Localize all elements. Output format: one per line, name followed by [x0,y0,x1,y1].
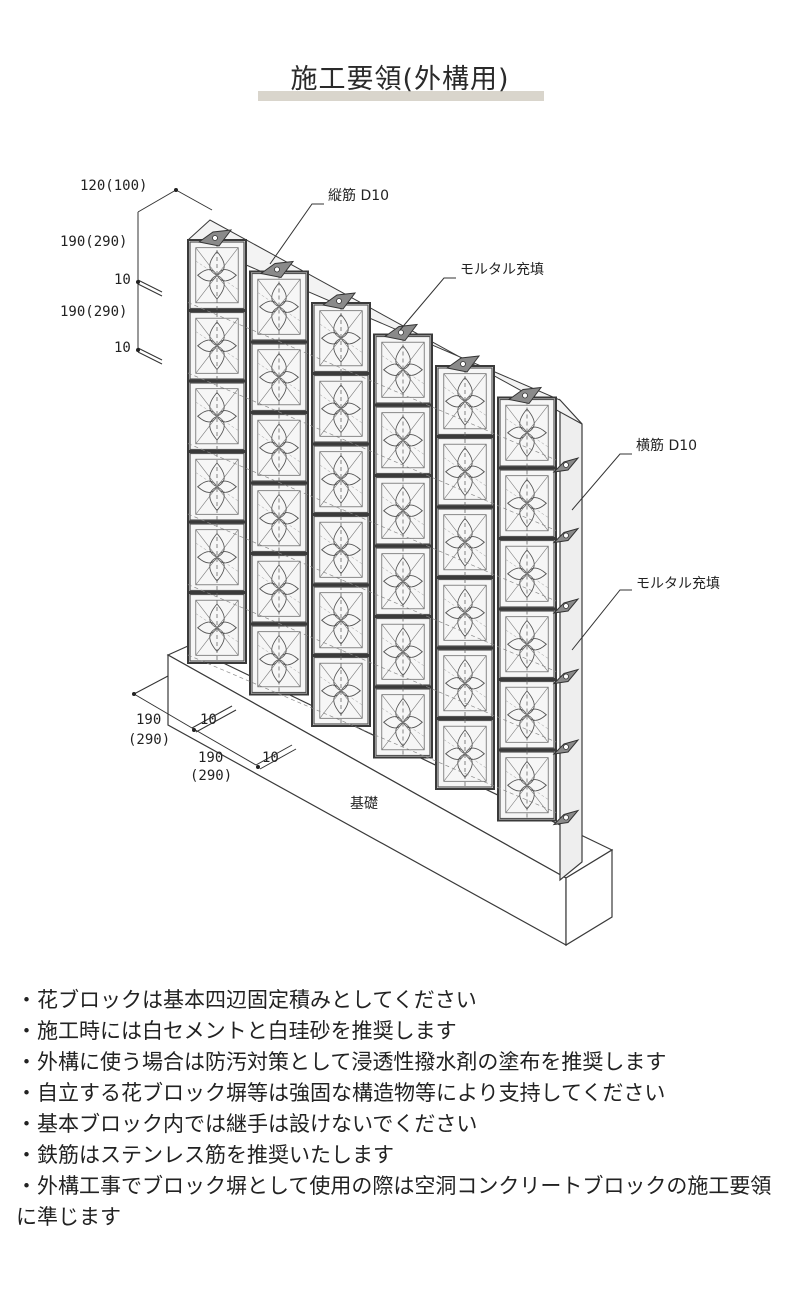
page-title: 施工要領(外構用) [290,64,510,95]
horizontal-rebar [187,443,557,602]
callout-mortar-top: モルタル充填 [460,262,544,278]
title-wrap: 施工要領(外構用) [0,62,800,98]
callout-foundation: 基礎 [350,795,378,812]
title-underline [258,91,544,101]
wall-side-face [559,398,583,882]
horizontal-rebar-end [563,814,569,821]
dim-height-1: 190(290) [60,234,127,250]
rebar-lines [187,236,557,821]
rebar-end [460,361,466,367]
note-item: ・鉄筋はステンレス筋を推奨いたします [16,1143,394,1167]
flower-block [189,452,245,521]
rebar-end [336,298,342,304]
flower-block [437,578,493,647]
dimension-dots [132,188,260,769]
horizontal-rebar [187,584,557,743]
flower-block [189,382,245,451]
callout-horizontal-rebar: 横筋 D10 [636,437,697,454]
rebar-end [274,266,280,273]
note-item: ・外構工事でブロック塀として使用の際は空洞コンクリートブロックの施工要領に準じま… [16,1174,772,1229]
horizontal-rebar [187,302,557,461]
notes-list: ・花ブロックは基本四辺固定積みとしてください ・施工時には白セメントと白珪砂を推… [16,985,786,1233]
dim-depth-2: 190 [198,750,223,766]
flower-block [375,476,431,545]
horizontal-rebar-end [563,462,569,468]
rebar-end [212,235,218,241]
dim-depth-2-alt: (290) [190,768,232,784]
horizontal-rebar-end [563,673,569,680]
note-item: ・花ブロックは基本四辺固定積みとしてください [16,988,477,1012]
rebar-end [398,329,404,336]
side-mortar-caps [552,457,580,826]
dim-depth-joint-1: 10 [200,712,217,728]
callout-vertical-rebar: 縦筋 D10 [328,187,389,204]
mortar-caps [197,229,543,405]
dim-height-2: 190(290) [60,304,127,320]
horizontal-rebar [187,654,557,813]
dim-depth-1-alt: (290) [128,732,170,748]
dim-depth-joint-2: 10 [262,750,279,766]
dim-depth-1: 190 [136,712,161,728]
horizontal-rebar-end [563,744,569,750]
note-item: ・施工時には白セメントと白珪砂を推奨します [16,1019,457,1043]
horizontal-rebar [187,372,557,531]
leader-lines [269,203,632,651]
callout-mortar-side: モルタル充填 [636,576,720,592]
rebar-end [522,392,528,399]
dim-joint-1: 10 [114,272,131,288]
horizontal-rebar [187,513,557,672]
note-item: ・自立する花ブロック塀等は強固な構造物等により支持してください [16,1081,666,1105]
horizontal-rebar-end [563,532,569,539]
foundation-side [565,848,613,947]
note-item: ・外構に使う場合は防汚対策として浸透性撥水剤の塗布を推奨します [16,1050,667,1074]
horizontal-rebar-end [563,603,569,609]
note-item: ・基本ブロック内では継手は設けないでください [16,1112,478,1136]
construction-diagram: 120(100) 190(290) 10 190(290) 10 190 (29… [60,178,720,947]
dim-joint-2: 10 [114,340,131,356]
flower-block [313,515,369,584]
dim-top-width: 120(100) [80,178,147,194]
